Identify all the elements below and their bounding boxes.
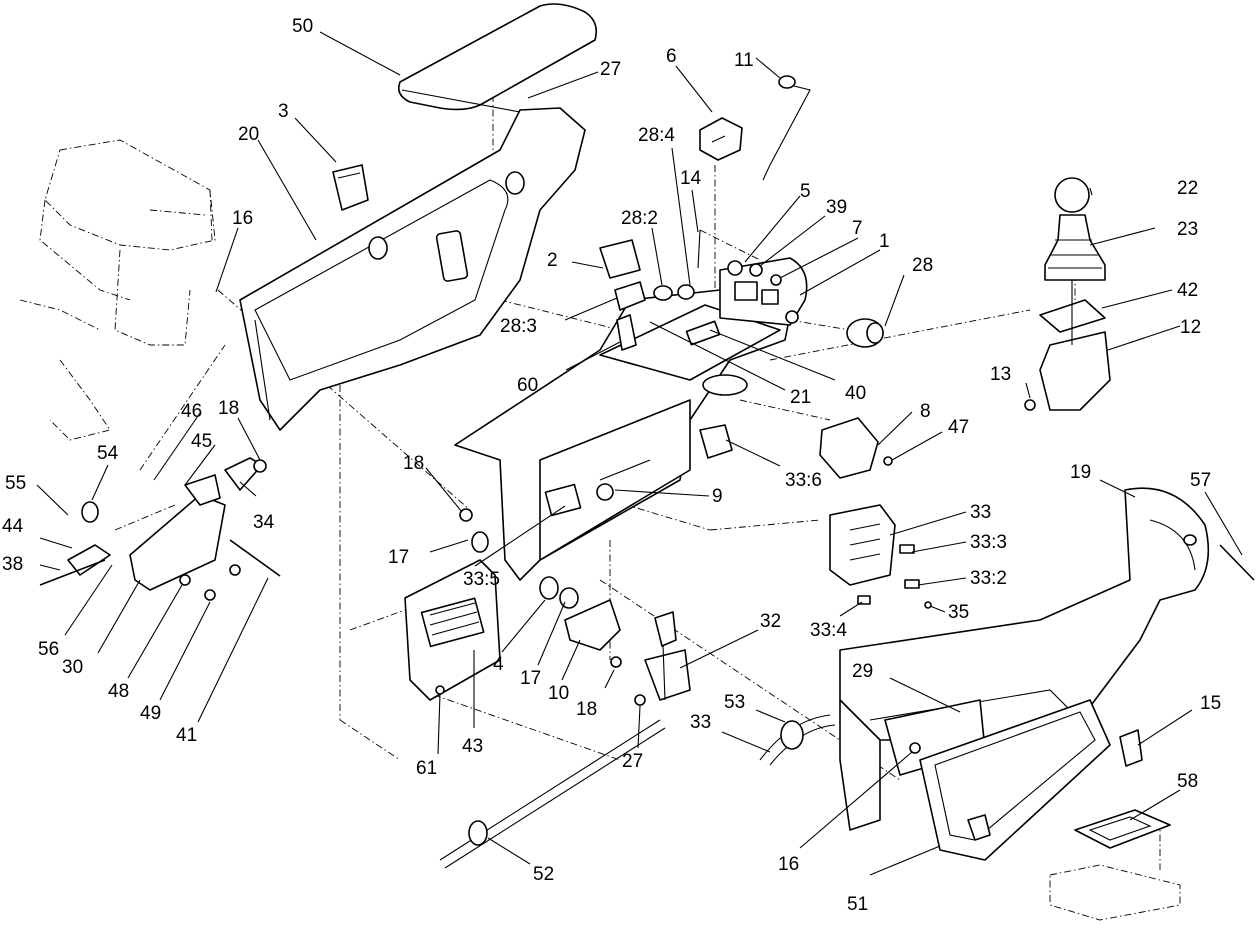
callout-6: 6 (666, 46, 677, 67)
callout-14: 14 (680, 168, 702, 189)
callout-15: 15 (1200, 693, 1221, 714)
callout-40: 40 (845, 383, 866, 404)
knob-part (846, 318, 884, 348)
callout-33-4: 33:4 (810, 620, 847, 641)
callout-49: 49 (140, 703, 161, 724)
callout-50: 50 (292, 16, 313, 37)
pad-part (332, 164, 369, 211)
callout-18-a: 18 (218, 398, 239, 419)
armrest-cushion-part (397, 3, 598, 113)
callout-33-6: 33:6 (785, 470, 822, 491)
callout-28-2: 28:2 (621, 208, 658, 229)
callout-41: 41 (176, 725, 197, 746)
cables-part (439, 714, 836, 869)
bracket-10-part (564, 599, 622, 668)
callout-13: 13 (990, 364, 1011, 385)
callout-55: 55 (5, 473, 26, 494)
callout-60: 60 (517, 375, 538, 396)
callout-29: 29 (852, 661, 873, 682)
callout-58: 58 (1177, 771, 1198, 792)
callout-47: 47 (948, 417, 969, 438)
callout-27: 27 (600, 59, 621, 80)
callout-12: 12 (1180, 317, 1201, 338)
callout-10: 10 (548, 683, 569, 704)
callout-48: 48 (108, 681, 129, 702)
callout-30: 30 (62, 657, 83, 678)
armrest-panel-part (239, 107, 586, 431)
rocker-switch-part (699, 117, 743, 161)
leader-lines (36, 31, 1243, 876)
callout-51: 51 (847, 894, 868, 915)
relay-part (819, 417, 893, 479)
callout-1: 1 (879, 231, 890, 252)
callout-17-b: 17 (520, 668, 541, 689)
callout-5: 5 (800, 181, 811, 202)
gauge-cluster-part (719, 257, 808, 326)
ghost-frame (19, 139, 216, 441)
connector-housing-part (829, 504, 932, 609)
callout-43: 43 (462, 736, 483, 757)
callout-28: 28 (912, 255, 933, 276)
throttle-lever-part (762, 75, 811, 181)
callout-19: 19 (1070, 462, 1091, 483)
callout-33-a: 33 (970, 502, 991, 523)
callout-8: 8 (920, 401, 931, 422)
callout-21: 21 (790, 387, 811, 408)
linkage-plate-part (39, 457, 281, 601)
callout-3: 3 (278, 101, 289, 122)
callout-45: 45 (191, 431, 212, 452)
callout-labels: 50 27 3 20 16 6 11 28:4 14 28:2 5 39 7 1… (2, 16, 1221, 915)
callout-20: 20 (238, 124, 259, 145)
callout-35: 35 (948, 602, 969, 623)
callout-4: 4 (493, 654, 504, 675)
connector-33-6-part (699, 424, 733, 459)
indicator-lights-part (727, 260, 782, 286)
callout-38: 38 (2, 554, 23, 575)
callout-32: 32 (760, 611, 781, 632)
callout-11: 11 (734, 50, 754, 71)
callout-16-b: 16 (778, 854, 799, 875)
callout-2: 2 (547, 250, 558, 271)
washers-part (653, 229, 701, 301)
callout-18-b: 18 (403, 453, 424, 474)
callout-39: 39 (826, 197, 847, 218)
joystick-part (1024, 177, 1111, 411)
callout-33-5: 33:5 (463, 569, 500, 590)
bracket-58-part (1049, 809, 1181, 921)
callout-53: 53 (724, 692, 745, 713)
callout-22: 22 (1177, 178, 1198, 199)
key-switch-part (599, 239, 646, 351)
callout-28-4: 28:4 (638, 125, 675, 146)
callout-56: 56 (38, 639, 59, 660)
callout-46: 46 (181, 401, 202, 422)
callout-61: 61 (416, 758, 437, 779)
callout-33-2: 33:2 (970, 568, 1007, 589)
callout-28-3: 28:3 (500, 316, 537, 337)
callout-27-b: 27 (622, 751, 643, 772)
cover-panel-part (884, 699, 1143, 861)
fastener-9-part (544, 483, 614, 517)
lever-assembly-part (634, 611, 691, 706)
callout-18-c: 18 (576, 699, 597, 720)
callout-52: 52 (533, 864, 554, 885)
callout-44: 44 (2, 516, 24, 537)
callout-7: 7 (852, 218, 863, 239)
callout-57: 57 (1190, 470, 1211, 491)
callout-34: 34 (253, 512, 275, 533)
callout-17-a: 17 (388, 547, 409, 568)
bushings-part (459, 508, 579, 609)
callout-42: 42 (1177, 280, 1198, 301)
callout-33-3: 33:3 (970, 532, 1007, 553)
callout-33-b: 33 (690, 712, 711, 733)
callout-54: 54 (97, 443, 119, 464)
controller-module-part (404, 559, 501, 701)
callout-9: 9 (712, 486, 723, 507)
callout-23: 23 (1177, 219, 1198, 240)
callout-16: 16 (232, 208, 253, 229)
